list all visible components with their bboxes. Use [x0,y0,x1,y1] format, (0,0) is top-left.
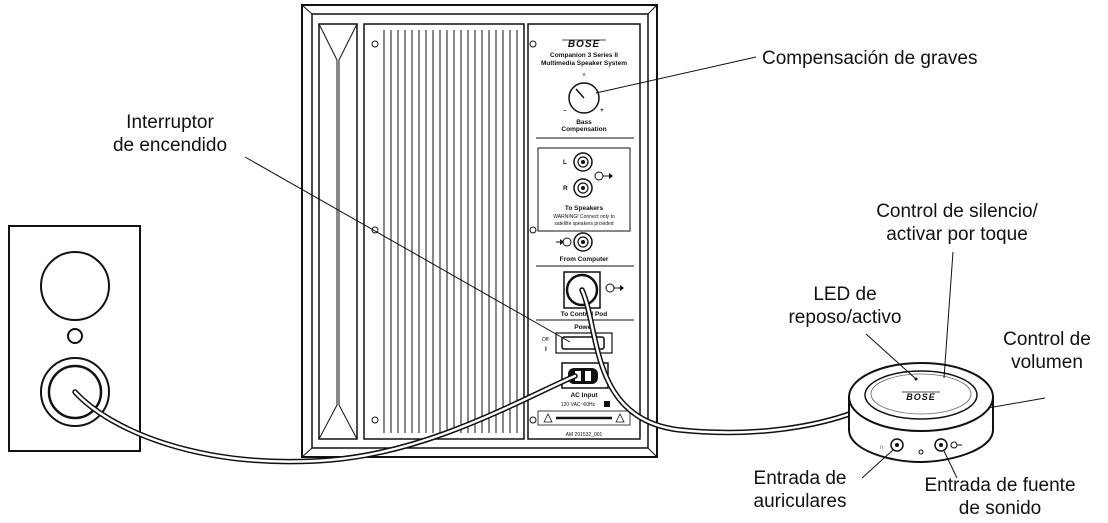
to-control-pod-label: To Control Pod [561,311,607,318]
callout-headphone-2: auriculares [754,491,847,512]
callout-source-1: Entrada de fuente [924,475,1075,496]
panel-model-line-1: Companion 3 Series II [550,52,618,59]
bass-plus-label: + [600,107,604,114]
warning-line-2: satellite speakers provided [554,221,613,227]
pod-output-arrow-icon [605,283,624,293]
aux-input-icon [950,441,962,449]
heatsink [363,23,525,440]
power-label: Power [574,324,594,331]
pod-brand-logo: BOSE [906,392,936,402]
callout-volume-2: volumen [1011,352,1083,373]
to-speakers-label: To Speakers [565,205,604,212]
mute-touch-surface[interactable] [870,373,972,415]
bass-minus-label: – [563,107,567,114]
output-arrow-icon [594,171,613,181]
mute-leader [943,251,954,379]
bass-leader [595,56,757,94]
outlet-upper-socket [40,251,110,321]
source-leader [943,450,958,479]
bass-label-2: Compensation [561,126,606,133]
control-pod: BOSE ∩ [848,362,994,464]
callout-power-switch-1: Interruptor [126,112,214,133]
headphone-icon: ∩ [879,444,884,451]
callout-mute-2: activar por toque [886,224,1028,245]
leader-lines [244,56,1046,479]
power-cable [72,373,578,465]
voltage-label: 120 VAC~60Hz [561,402,596,408]
subwoofer: BOSE Companion 3 Series II Multimedia Sp… [301,4,658,458]
power-switch-leader [244,156,571,343]
callout-volume-1: Control de [1003,329,1091,350]
callout-labels: Compensación de graves Interruptor de en… [113,48,1091,519]
power-off-label: Off [542,337,549,343]
from-computer-label: From Computer [560,256,609,263]
bass-label-1: Bass [576,119,592,126]
callout-headphone-1: Entrada de [754,468,847,489]
outlet-screw [67,328,83,344]
left-channel-label: L [563,159,567,166]
callout-source-2: de sonido [959,498,1041,518]
control-panel: BOSE Companion 3 Series II Multimedia Sp… [527,23,641,440]
callout-mute-1: Control de silencio/ [876,201,1038,222]
input-arrow-icon [556,237,572,247]
heatsink-fin [318,23,358,440]
power-on-label: I [545,346,547,353]
part-number-label: AM 291532_001 [566,432,603,438]
control-pod-cable [579,287,858,436]
svg-text:o: o [583,72,586,78]
warning-line-1: WARNING! Connect only to [553,214,615,220]
ac-input-label: AC Input [570,392,598,399]
headphone-leader [861,449,894,479]
led-leader [865,333,917,380]
callout-power-switch-2: de encendido [113,135,227,156]
callout-led-2: reposo/activo [788,307,901,328]
volume-leader [987,397,1046,409]
panel-model-line-2: Multimedia Speaker System [541,60,627,67]
wall-outlet [8,225,141,452]
callout-bass: Compensación de graves [762,48,977,69]
panel-brand-logo: BOSE [568,39,600,50]
callout-led-1: LED de [813,284,876,305]
right-channel-label: R [563,185,568,192]
